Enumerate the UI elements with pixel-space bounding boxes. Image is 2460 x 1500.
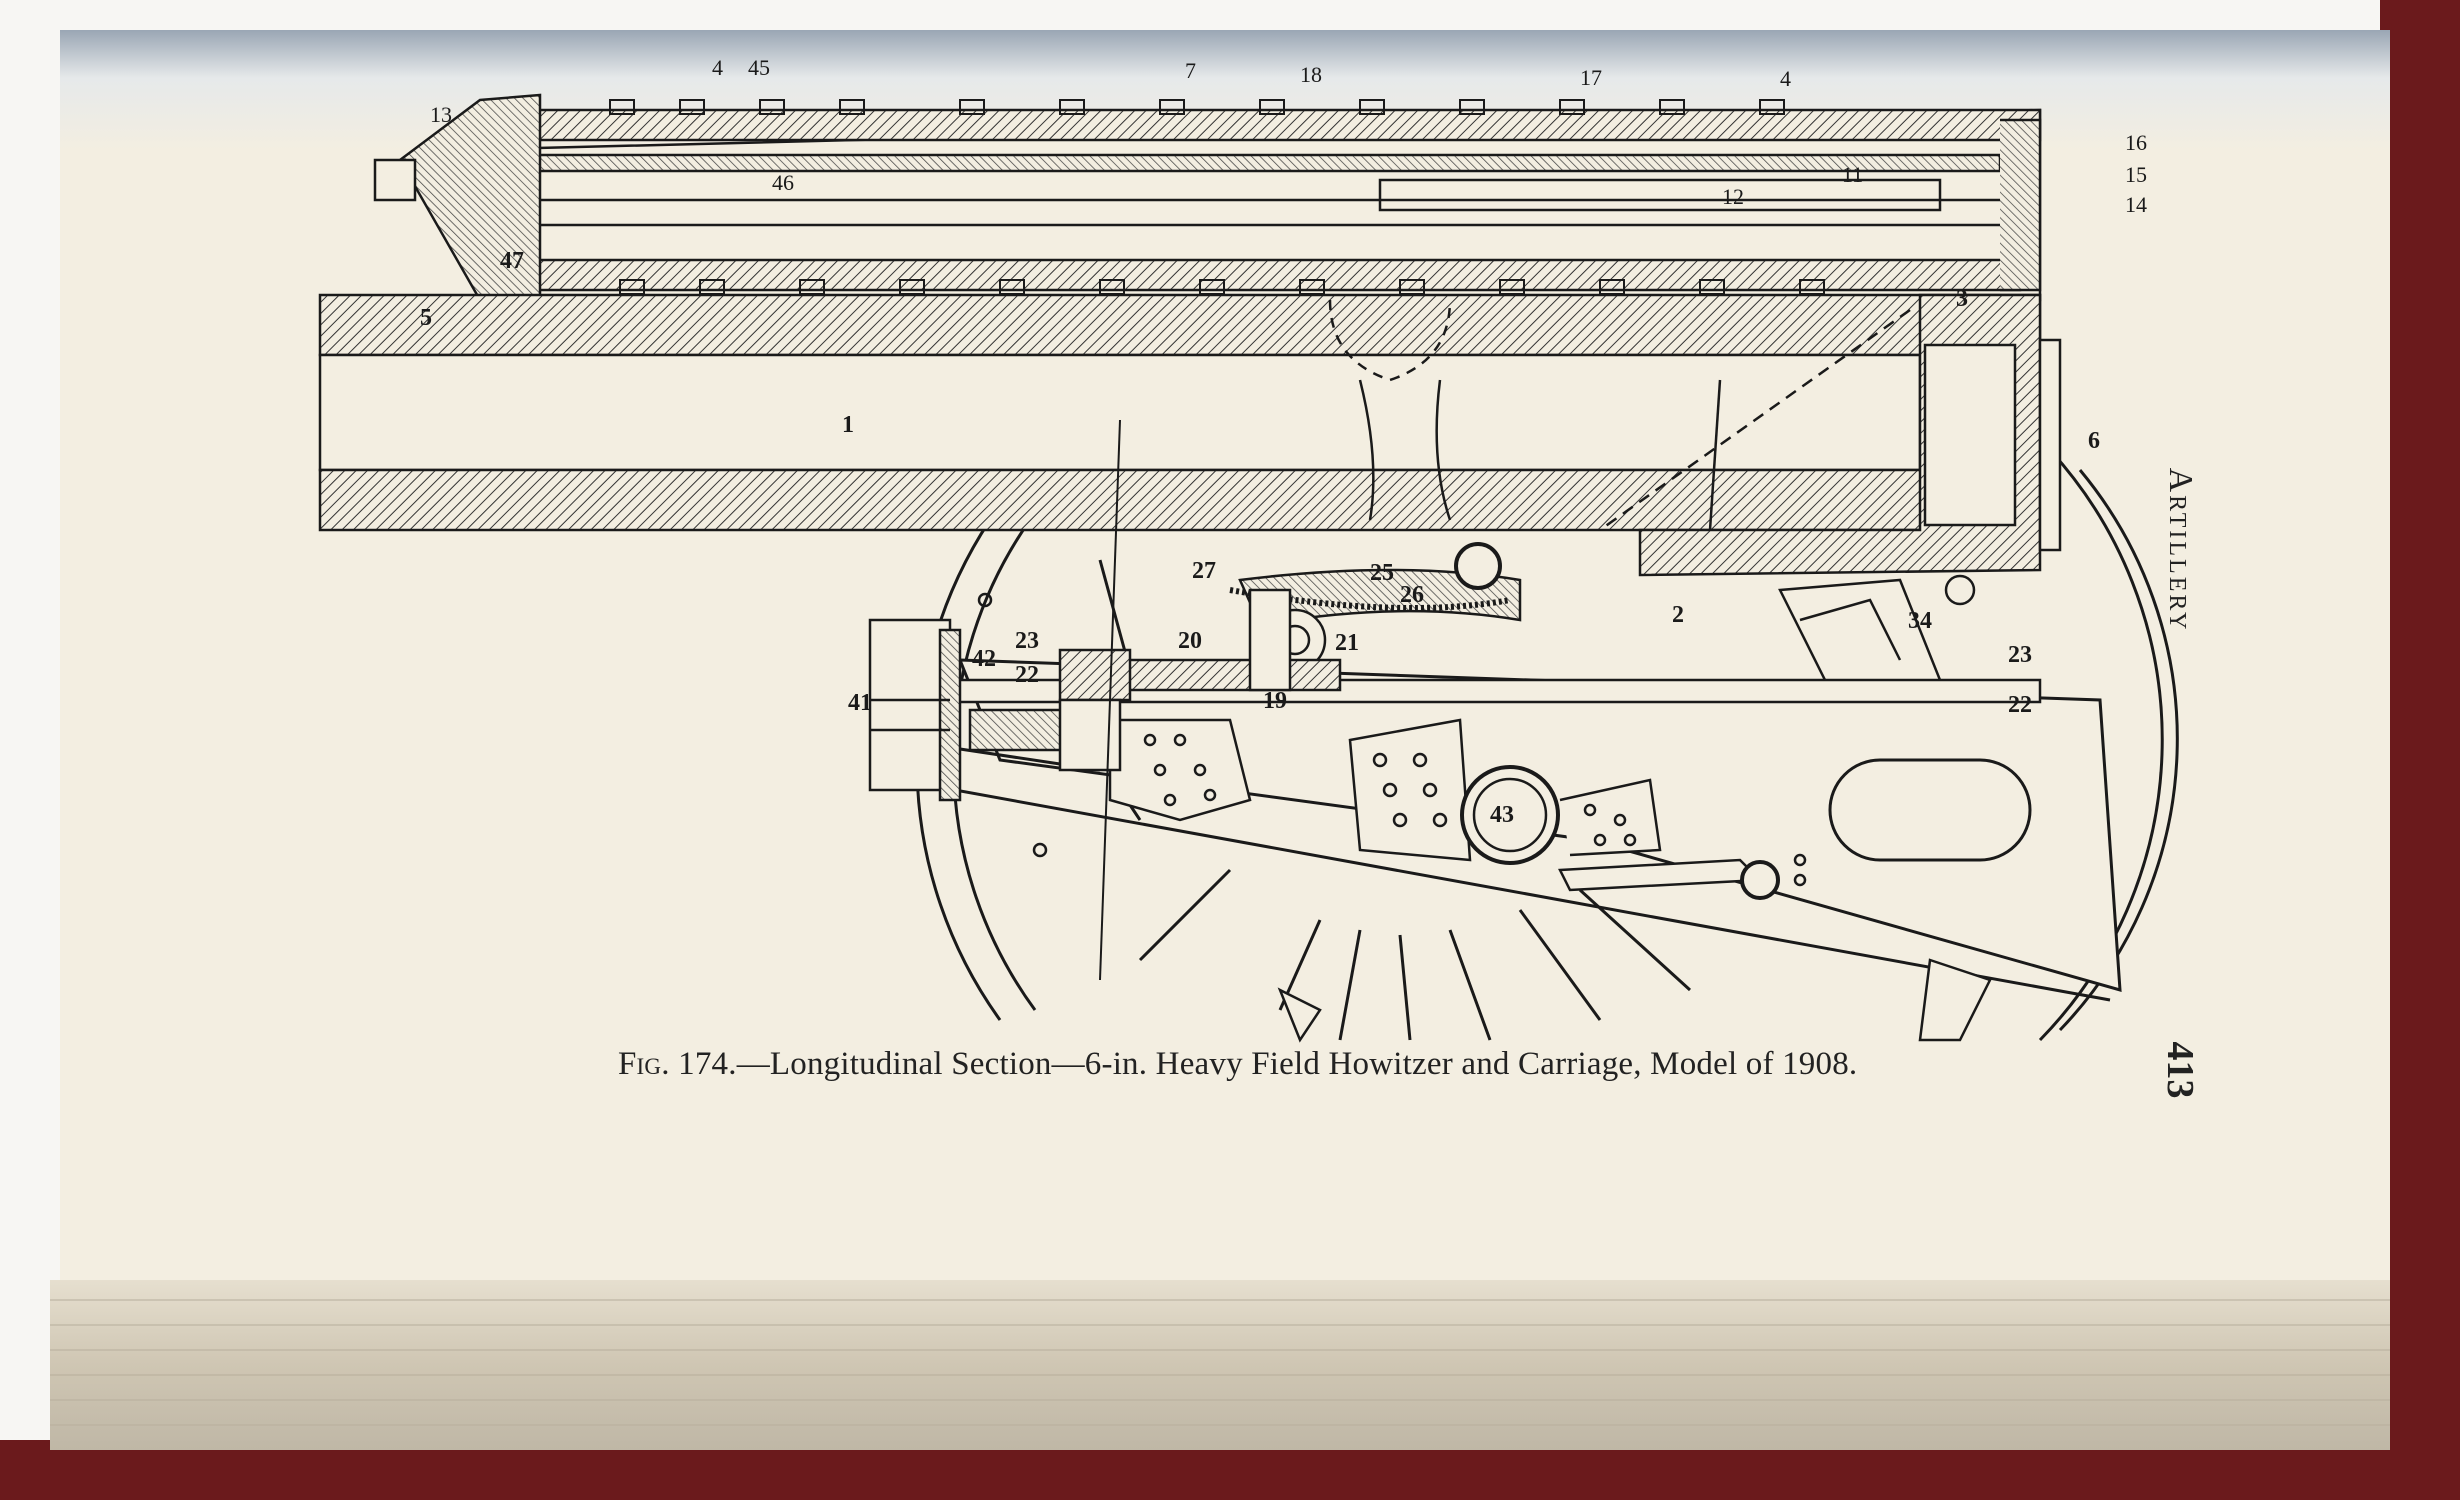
cradle-lock	[1778, 574, 1976, 692]
breech-mechanism	[868, 419, 1122, 981]
callout: 23	[2008, 642, 2032, 668]
callout: 22	[2008, 692, 2032, 718]
callout: 34	[1908, 608, 1932, 634]
running-header: Artillery	[2140, 440, 2220, 660]
axle-housing	[1348, 718, 1807, 900]
riveted-plate-left	[1108, 718, 1252, 822]
callout: 21	[1335, 630, 1359, 656]
callout: 22	[1015, 662, 1039, 688]
callout: 26	[1400, 582, 1424, 608]
running-header-text: Artillery	[2162, 467, 2199, 633]
callout: 45	[748, 55, 770, 80]
callout: 20	[1178, 628, 1202, 654]
callout: 17	[1580, 65, 1602, 90]
figure-caption-text: —Longitudinal Section—6-in. Heavy Field …	[736, 1046, 1858, 1082]
callout: 41	[848, 690, 872, 716]
callout: 13	[430, 102, 452, 127]
elevating-pinion	[1248, 588, 1292, 692]
callout: 1	[842, 412, 854, 438]
callout: 16	[2125, 130, 2147, 155]
callout: 25	[1370, 560, 1394, 586]
callout: 4	[712, 55, 723, 80]
callout: 2	[1672, 602, 1684, 628]
callout: 3	[1956, 286, 1968, 312]
callout: 4	[1780, 66, 1791, 91]
howitzer-section-drawing	[318, 93, 2179, 1043]
barrel	[318, 293, 2062, 577]
callout: 5	[420, 305, 432, 331]
callout: 43	[1490, 802, 1514, 828]
callout: 27	[1192, 558, 1216, 584]
page-number: 413	[2150, 1020, 2210, 1120]
page-edges	[50, 1280, 2390, 1450]
recoil-cylinder	[373, 93, 2042, 302]
callout: 18	[1300, 62, 1322, 87]
callout: 19	[1263, 688, 1287, 714]
callout: 42	[972, 646, 996, 672]
callout: 6	[2088, 428, 2100, 454]
figure-callouts: 4 45 7 18 17 4 13 16 15 14 11 46 12 47 3…	[420, 55, 2147, 828]
figure-number: Fig. 174.	[618, 1046, 737, 1082]
callout: 14	[2125, 192, 2147, 217]
callout: 7	[1185, 58, 1196, 83]
callout: 15	[2125, 162, 2147, 187]
callout: 23	[1015, 628, 1039, 654]
callout: 47	[500, 248, 524, 274]
figure-caption: Fig. 174.—Longitudinal Section—6-in. Hea…	[618, 1046, 1857, 1083]
callout: 11	[1842, 162, 1863, 187]
callout: 12	[1722, 184, 1744, 209]
callout: 46	[772, 170, 794, 195]
book-cover-right	[2380, 0, 2460, 1500]
page-number-text: 413	[2159, 1041, 2201, 1099]
